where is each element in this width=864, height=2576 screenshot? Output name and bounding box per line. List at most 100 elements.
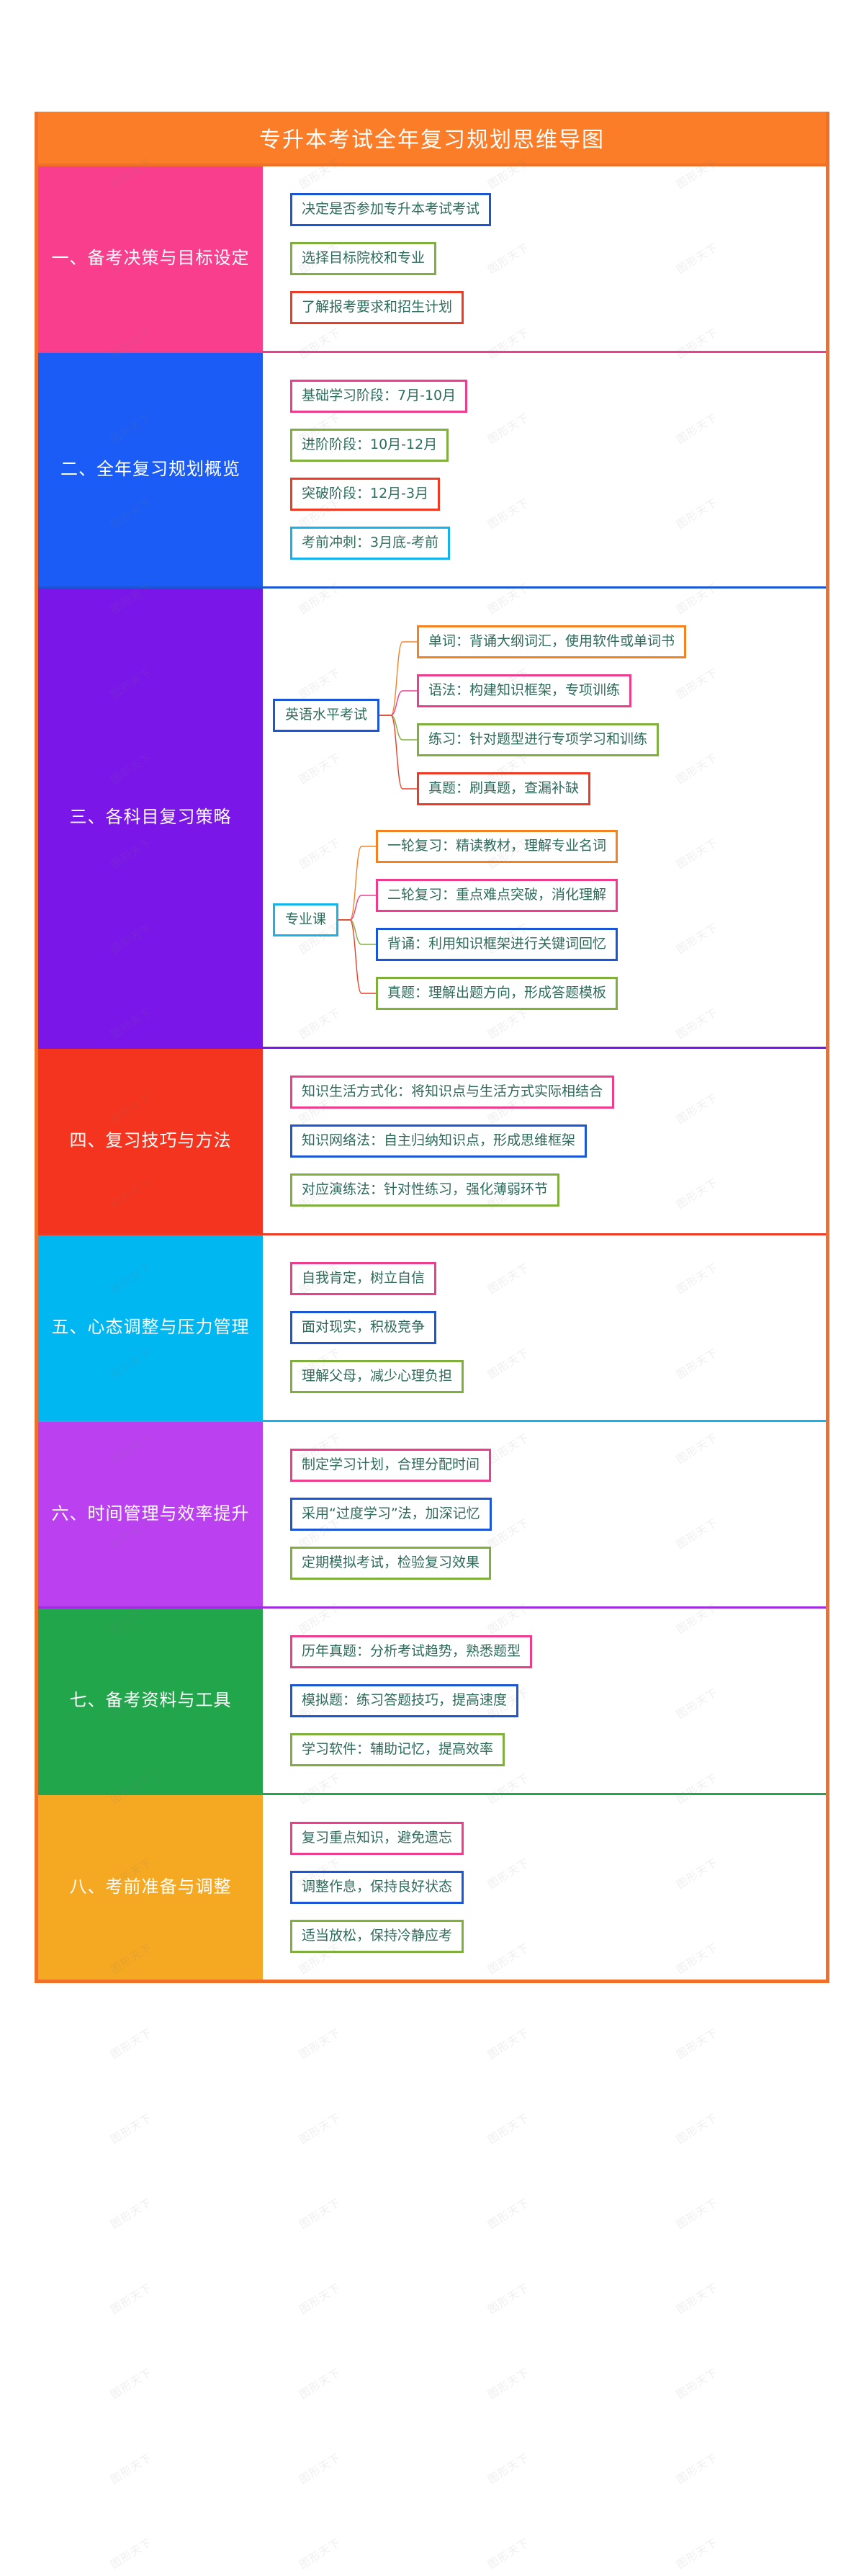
mindmap-leaf-node[interactable]: 学习软件：辅助记忆，提高效率 [290,1733,505,1766]
mindmap-leaf-label: 历年真题：分析考试趋势，熟悉题型 [302,1643,521,1659]
watermark-text: 图形天下 [108,2366,155,2402]
section-label-4[interactable]: 四、复习技巧与方法 [38,1049,263,1233]
mindmap-leaf-node[interactable]: 定期模拟考试，检验复习效果 [290,1547,492,1580]
section-content: 历年真题：分析考试趋势，熟悉题型模拟题：练习答题技巧，提高速度学习软件：辅助记忆… [263,1609,826,1793]
section-label-1[interactable]: 一、备考决策与目标设定 [38,166,263,351]
mindmap-branch: 专业课 一轮复习：精读教材，理解专业名词二轮复习：重点难点突破，消化理解背诵：利用… [273,822,826,1018]
mindmap-leaf-node[interactable]: 语法：构建知识框架，专项训练 [417,674,632,707]
section-content: 自我肯定，树立自信面对现实，积极竞争理解父母，减少心理负担 [263,1235,826,1420]
section-label-text: 五、心态调整与压力管理 [51,1317,250,1338]
mindmap-leaf-label: 突破阶段：12月-3月 [302,486,429,501]
mindmap-leaf-node[interactable]: 练习：针对题型进行专项学习和训练 [417,723,660,756]
mindmap-leaf-label: 学习软件：辅助记忆，提高效率 [302,1741,494,1757]
branch-children: 一轮复习：精读教材，理解专业名词二轮复习：重点难点突破，消化理解背诵：利用知识框… [376,822,826,1018]
mindmap-section: 八、考前准备与调整 复习重点知识，避免遗忘调整作息，保持良好状态适当放松，保持冷静… [38,1795,826,1983]
mindmap-leaf-node[interactable]: 二轮复习：重点难点突破，消化理解 [376,879,618,912]
section-label-8[interactable]: 八、考前准备与调整 [38,1795,263,1980]
watermark-text: 图形天下 [674,2111,721,2147]
mindmap-leaf-node[interactable]: 知识网络法：自主归纳知识点，形成思维框架 [290,1124,588,1158]
mindmap-leaf-label: 知识网络法：自主归纳知识点，形成思维框架 [302,1132,576,1148]
mindmap-leaf-node[interactable]: 理解父母，减少心理负担 [290,1360,464,1393]
mindmap-leaf-node[interactable]: 突破阶段：12月-3月 [290,478,441,511]
watermark-text: 图形天下 [485,2366,532,2402]
mindmap-leaf-node[interactable]: 制定学习计划，合理分配时间 [290,1449,492,1482]
mindmap-leaf-label: 制定学习计划，合理分配时间 [302,1457,480,1472]
section-label-text: 八、考前准备与调整 [69,1877,232,1897]
mindmap-leaf-node[interactable]: 调整作息，保持良好状态 [290,1871,464,1904]
watermark-text: 图形天下 [297,2536,343,2572]
mindmap-section: 七、备考资料与工具 历年真题：分析考试趋势，熟悉题型模拟题：练习答题技巧，提高速度… [38,1609,826,1795]
watermark-text: 图形天下 [297,2366,343,2402]
mindmap-leaf-node[interactable]: 背诵：利用知识框架进行关键词回忆 [376,928,618,961]
watermark-text: 图形天下 [674,2451,721,2487]
mindmap-leaf-label: 面对现实，积极竞争 [302,1319,426,1335]
mindmap-leaf-node[interactable]: 对应演练法：针对性练习，强化薄弱环节 [290,1173,560,1207]
mindmap-leaf-node[interactable]: 历年真题：分析考试趋势，熟悉题型 [290,1635,533,1668]
watermark-text: 图形天下 [108,2281,155,2317]
branch-head-node[interactable]: 专业课 [273,903,339,936]
section-label-7[interactable]: 七、备考资料与工具 [38,1609,263,1793]
mindmap-branch: 英语水平考试 单词：背诵大纲词汇，使用软件或单词书语法：构建知识框架，专项训练练习… [273,617,826,813]
mindmap-leaf-node[interactable]: 进阶阶段：10月-12月 [290,429,449,462]
mindmap-section: 六、时间管理与效率提升制定学习计划，合理分配时间采用“过度学习”法，加深记忆定期… [38,1422,826,1609]
watermark-text: 图形天下 [485,2281,532,2317]
mindmap-leaf-label: 对应演练法：针对性练习，强化薄弱环节 [302,1181,549,1197]
mindmap-section: 四、复习技巧与方法 知识生活方式化：将知识点与生活方式实际相结合知识网络法：自主归… [38,1049,826,1235]
mindmap-leaf-label: 语法：构建知识框架，专项训练 [428,682,621,698]
mindmap-leaf-label: 复习重点知识，避免遗忘 [302,1830,453,1846]
mindmap-leaf-node[interactable]: 采用“过度学习”法，加深记忆 [290,1498,492,1531]
mindmap-leaf-node[interactable]: 单词：背诵大纲词汇，使用软件或单词书 [417,625,687,658]
mindmap-leaf-node[interactable]: 复习重点知识，避免遗忘 [290,1822,464,1855]
section-content: 知识生活方式化：将知识点与生活方式实际相结合知识网络法：自主归纳知识点，形成思维… [263,1049,826,1233]
mindmap-leaf-label: 真题：理解出题方向，形成答题模板 [387,985,607,1001]
mindmap-leaf-label: 练习：针对题型进行专项学习和训练 [428,731,648,747]
mindmap-leaf-node[interactable]: 真题：刷真题，查漏补缺 [417,772,591,805]
watermark-text: 图形天下 [108,2536,155,2572]
mindmap-leaf-node[interactable]: 自我肯定，树立自信 [290,1262,437,1295]
section-content: 制定学习计划，合理分配时间采用“过度学习”法，加深记忆定期模拟考试，检验复习效果 [263,1422,826,1606]
watermark-text: 图形天下 [297,2026,343,2062]
branch-head-wrap: 专业课 [273,903,339,936]
mindmap-leaf-node[interactable]: 决定是否参加专升本考试考试 [290,193,492,226]
section-label-text: 六、时间管理与效率提升 [51,1503,250,1524]
mindmap-leaf-node[interactable]: 考前冲刺：3月底-考前 [290,527,450,560]
mindmap-section: 一、备考决策与目标设定决定是否参加专升本考试考试选择目标院校和专业了解报考要求和… [38,166,826,353]
branch-head-label: 专业课 [285,911,327,927]
mindmap-leaf-node[interactable]: 选择目标院校和专业 [290,242,437,275]
section-content: 决定是否参加专升本考试考试选择目标院校和专业了解报考要求和招生计划 [263,166,826,351]
section-label-5[interactable]: 五、心态调整与压力管理 [38,1235,263,1420]
mindmap-leaf-label: 基础学习阶段：7月-10月 [302,388,456,403]
watermark-text: 图形天下 [297,2196,343,2232]
section-label-text: 三、各科目复习策略 [69,807,232,828]
mindmap-leaf-node[interactable]: 面对现实，积极竞争 [290,1311,437,1344]
mindmap-section: 二、全年复习规划概览基础学习阶段：7月-10月进阶阶段：10月-12月突破阶段：… [38,353,826,589]
mindmap-leaf-node[interactable]: 知识生活方式化：将知识点与生活方式实际相结合 [290,1075,615,1109]
watermark-text: 图形天下 [108,2026,155,2062]
mindmap-leaf-label: 定期模拟考试，检验复习效果 [302,1555,480,1570]
watermark-text: 图形天下 [108,2451,155,2487]
branch-connector [338,822,376,1018]
mindmap-leaf-node[interactable]: 模拟题：练习答题技巧，提高速度 [290,1684,519,1717]
mindmap-leaf-label: 知识生活方式化：将知识点与生活方式实际相结合 [302,1083,603,1099]
section-label-3[interactable]: 三、各科目复习策略 [38,589,263,1047]
mindmap-leaf-node[interactable]: 了解报考要求和招生计划 [290,291,464,324]
branch-head-node[interactable]: 英语水平考试 [273,699,380,732]
mindmap-leaf-label: 选择目标院校和专业 [302,250,426,266]
watermark-text: 图形天下 [674,2281,721,2317]
mindmap-leaf-node[interactable]: 基础学习阶段：7月-10月 [290,380,468,413]
section-label-text: 四、复习技巧与方法 [69,1130,232,1151]
watermark-text: 图形天下 [297,2111,343,2147]
section-label-text: 七、备考资料与工具 [69,1690,232,1711]
section-content: 基础学习阶段：7月-10月进阶阶段：10月-12月突破阶段：12月-3月考前冲刺… [263,353,826,586]
mindmap-section: 五、心态调整与压力管理自我肯定，树立自信面对现实，积极竞争理解父母，减少心理负担 [38,1235,826,1422]
mindmap-leaf-node[interactable]: 真题：理解出题方向，形成答题模板 [376,977,618,1010]
page-title: 专升本考试全年复习规划思维导图 [259,128,605,153]
mindmap-leaf-node[interactable]: 适当放松，保持冷静应考 [290,1920,464,1953]
watermark-text: 图形天下 [485,2111,532,2147]
section-label-6[interactable]: 六、时间管理与效率提升 [38,1422,263,1606]
mindmap-frame: 专升本考试全年复习规划思维导图 一、备考决策与目标设定决定是否参加专升本考试考试… [35,112,829,1983]
section-label-2[interactable]: 二、全年复习规划概览 [38,353,263,586]
mindmap-leaf-node[interactable]: 一轮复习：精读教材，理解专业名词 [376,830,618,863]
watermark-text: 图形天下 [485,2451,532,2487]
section-label-text: 一、备考决策与目标设定 [51,248,250,269]
